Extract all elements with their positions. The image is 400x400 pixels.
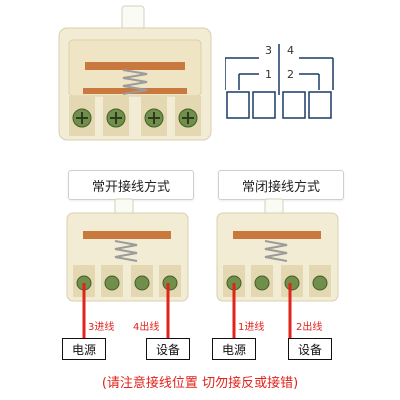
nc-in-wire-label: 1进线 <box>238 322 265 333</box>
nc-source-box: 电源 <box>212 338 256 360</box>
diagram-label-1: 1 <box>265 68 272 81</box>
nc-device-box: 设备 <box>288 338 332 360</box>
no-out-wire-label: 4出线 <box>133 322 160 333</box>
no-in-wire-label: 3进线 <box>88 322 115 333</box>
nc-out-wire-label: 2出线 <box>296 322 323 333</box>
contact-diagram: 3 4 1 2 <box>225 44 334 119</box>
switch-nc-image <box>216 198 339 302</box>
no-source-box: 电源 <box>62 338 106 360</box>
diagram-label-3: 3 <box>265 44 272 57</box>
nc-section-title: 常闭接线方式 <box>218 170 344 200</box>
switch-top-image <box>58 5 212 141</box>
diagram-label-4: 4 <box>287 44 294 57</box>
no-device-box: 设备 <box>146 338 190 360</box>
diagram-label-2: 2 <box>287 68 294 81</box>
warning-note: (请注意接线位置 切勿接反或接错) <box>101 376 299 391</box>
